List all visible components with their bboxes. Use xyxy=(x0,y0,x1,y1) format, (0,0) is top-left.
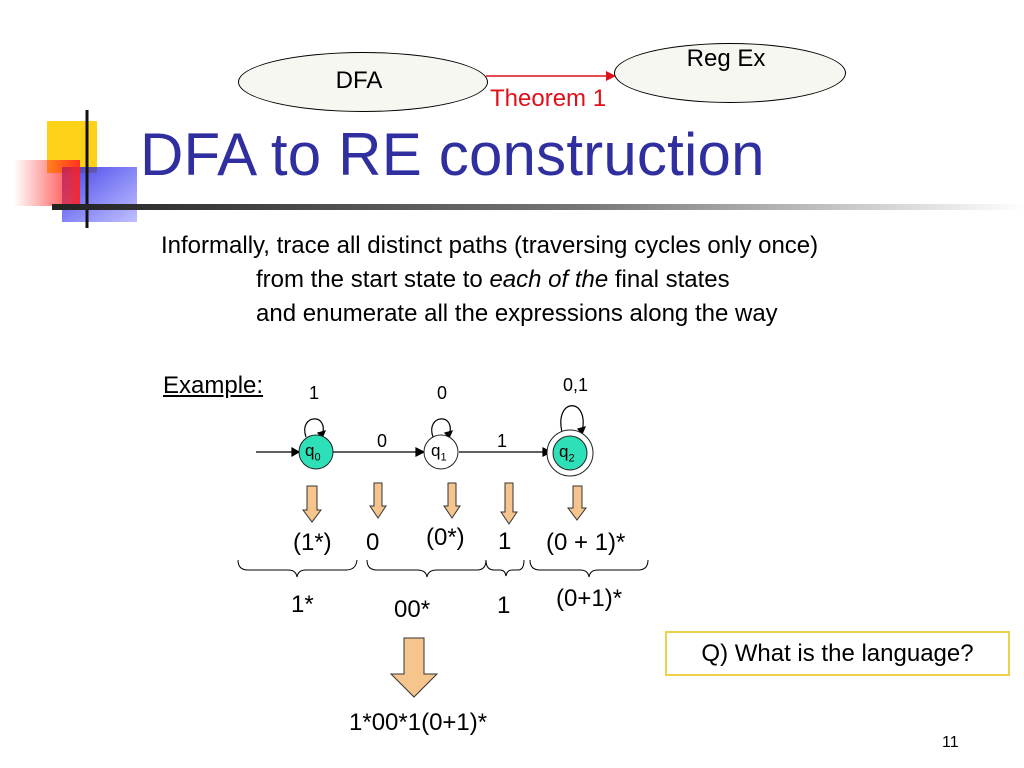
down-arrows xyxy=(302,482,587,698)
expr-q0-loop: (1*) xyxy=(293,529,332,556)
brace-2 xyxy=(366,559,487,578)
body-line-2-start: from the start state to xyxy=(256,266,490,293)
expr-q1-q2: 1 xyxy=(498,528,512,555)
down-arrow-5 xyxy=(567,485,587,521)
body-line-2: from the start state to each of the fina… xyxy=(256,266,730,294)
expr-q1-loop: (0*) xyxy=(426,524,465,551)
state-q2-circle xyxy=(552,435,588,471)
body-line-1: Informally, trace all distinct paths (tr… xyxy=(161,232,819,259)
loop-label-q2: 0,1 xyxy=(563,375,589,395)
dfa-oval-label: DFA xyxy=(335,67,383,94)
theorem-arrowhead xyxy=(606,71,616,81)
down-arrow-1 xyxy=(302,485,322,523)
state-q1-circle xyxy=(423,434,459,470)
title-underline xyxy=(52,204,1024,210)
brace-4 xyxy=(529,559,649,578)
group-1: 1* xyxy=(291,591,314,618)
down-arrow-4 xyxy=(500,482,518,525)
loop-label-q0: 1 xyxy=(309,383,320,403)
down-arrow-big xyxy=(389,637,439,698)
example-label: Example: xyxy=(163,372,264,399)
group-2: 00* xyxy=(394,596,431,623)
dfa-diagram xyxy=(256,405,587,458)
state-q0-circle xyxy=(298,434,334,470)
body-line-2-italic: each of the xyxy=(489,266,609,293)
regex-oval: Reg Ex xyxy=(614,43,846,103)
body-line-2-end: final states xyxy=(608,266,730,293)
theorem-label: Theorem 1 xyxy=(490,85,607,112)
expr-q0-q1: 0 xyxy=(366,529,380,556)
down-arrow-2 xyxy=(369,482,387,519)
brace-1 xyxy=(237,559,358,578)
transition-label-q0-q1: 0 xyxy=(377,431,388,451)
question-box: Q) What is the language? xyxy=(665,631,1010,676)
red-square xyxy=(14,160,80,206)
body-line-3: and enumerate all the expressions along … xyxy=(256,300,778,327)
group-3: 1 xyxy=(497,592,511,619)
state-q0-label: q0 xyxy=(305,441,321,464)
expr-q2-loop: (0 + 1)* xyxy=(546,529,626,556)
page-number: 11 xyxy=(942,734,959,751)
result-expression: 1*00*1(0+1)* xyxy=(349,709,488,736)
transition-label-q1-q2: 1 xyxy=(497,431,508,451)
dfa-oval: DFA xyxy=(238,52,488,112)
brace-3 xyxy=(485,559,525,577)
state-q2-label: q2 xyxy=(559,442,575,465)
loop-label-q1: 0 xyxy=(437,383,448,403)
state-q1-label: q1 xyxy=(431,441,447,464)
regex-oval-label: Reg Ex xyxy=(686,45,766,72)
slide-title: DFA to RE construction xyxy=(140,121,765,188)
braces xyxy=(237,559,649,578)
question-text: Q) What is the language? xyxy=(701,639,974,667)
down-arrow-3 xyxy=(443,482,461,519)
group-4: (0+1)* xyxy=(556,585,623,612)
